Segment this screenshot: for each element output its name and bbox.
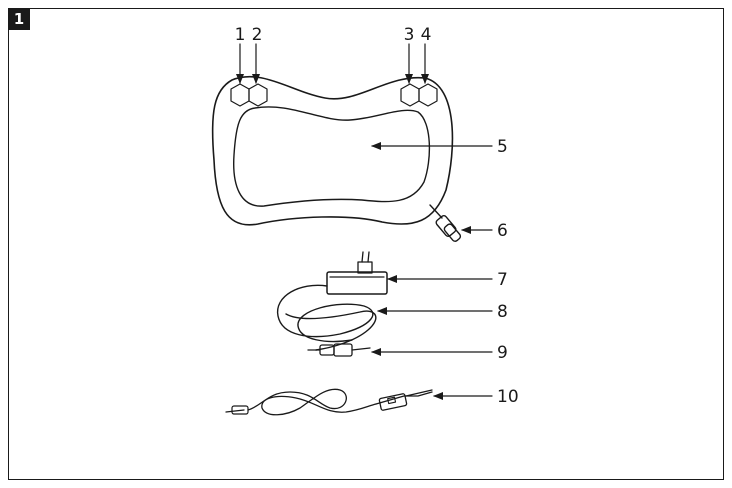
callout-6: 6 (497, 221, 508, 241)
massage-cushion (211, 75, 454, 226)
figure-number-badge: 1 (8, 8, 30, 30)
callout-8: 8 (497, 302, 508, 322)
callout-7: 7 (497, 270, 508, 290)
callout-9: 9 (497, 343, 508, 363)
callout-numbers: 1 2 3 4 5 6 7 8 9 10 (235, 25, 519, 407)
massage-heads-right (400, 83, 438, 107)
ac-adapter (326, 251, 388, 295)
callout-3: 3 (404, 25, 415, 45)
figure-frame (8, 8, 724, 480)
car-adapter-cable (225, 388, 433, 416)
callout-1: 1 (235, 25, 246, 45)
callout-2: 2 (252, 25, 263, 45)
callout-10: 10 (497, 387, 519, 407)
adapter-cable (277, 284, 377, 351)
dc-connector-plug (307, 343, 371, 357)
massage-heads-left (230, 83, 268, 107)
callout-leaders (236, 43, 493, 400)
cushion-socket (429, 204, 462, 242)
callout-4: 4 (421, 25, 432, 45)
callout-5: 5 (497, 137, 508, 157)
